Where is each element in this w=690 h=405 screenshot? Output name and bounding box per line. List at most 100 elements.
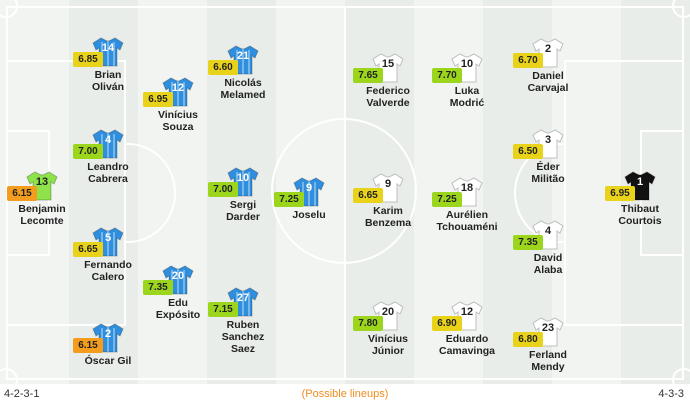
player-name: Karim Benzema <box>364 205 412 229</box>
player-rating-badge: 7.65 <box>353 68 383 83</box>
shirt-number: 10 <box>236 172 250 184</box>
player-name: Daniel Carvajal <box>527 70 569 94</box>
player-name: Vinícius Souza <box>157 109 199 133</box>
shirt-number: 2 <box>104 328 112 340</box>
player-rating-badge: 7.15 <box>208 302 238 317</box>
shirt-number: 12 <box>171 82 185 94</box>
shirt-number: 9 <box>384 178 392 190</box>
player-rating-badge: 6.80 <box>513 332 543 347</box>
player-rating-badge: 6.95 <box>605 186 635 201</box>
shirt-number: 12 <box>460 306 474 318</box>
possible-lineups-link[interactable]: (Possible lineups) <box>301 388 389 400</box>
player-name: Fernando Calero <box>84 259 132 283</box>
player-name: Ruben Sanchez Saez <box>221 319 265 355</box>
player-rating-badge: 6.70 <box>513 53 543 68</box>
player-name: Ferland Mendy <box>529 349 567 373</box>
player-name: Edu Expósito <box>155 297 201 321</box>
shirt-number: 20 <box>171 270 185 282</box>
player-rating-badge: 6.90 <box>432 316 462 331</box>
player-rating-badge: 7.25 <box>274 192 304 207</box>
player-rating-badge: 7.35 <box>143 280 173 295</box>
shirt-number: 4 <box>544 225 552 237</box>
shirt-number: 23 <box>541 322 555 334</box>
player-rating-badge: 6.50 <box>513 144 543 159</box>
player-name: Sergi Darder <box>226 199 260 223</box>
corner-arc-bottom-left <box>0 368 18 384</box>
player-name: David Alaba <box>533 252 563 276</box>
player-name: Éder Militão <box>531 161 565 185</box>
player-name: Joselu <box>292 209 326 221</box>
player-rating-badge: 7.25 <box>432 192 462 207</box>
shirt-number: 14 <box>101 42 115 54</box>
player-name: Benjamin Lecomte <box>18 203 66 227</box>
player-name: Aurélien Tchouaméni <box>436 209 498 233</box>
formation-away: 4-3-3 <box>658 388 684 400</box>
player-name: Vinícius Júnior <box>367 333 409 357</box>
player-name: Brian Oliván <box>91 69 125 93</box>
player-rating-badge: 7.35 <box>513 235 543 250</box>
player-name: Thibaut Courtois <box>618 203 662 227</box>
corner-arc-bottom-right <box>672 368 690 384</box>
formation-home: 4-2-3-1 <box>4 388 40 400</box>
player-rating-badge: 6.95 <box>143 92 173 107</box>
shirt-number: 21 <box>236 50 250 62</box>
player-rating-badge: 6.65 <box>353 188 383 203</box>
shirt-number: 1 <box>636 176 644 188</box>
player-name: Óscar Gil <box>84 355 132 367</box>
shirt-number: 15 <box>381 58 395 70</box>
player-name: Luka Modrić <box>449 85 485 109</box>
center-circle <box>271 118 417 264</box>
player-rating-badge: 7.70 <box>432 68 462 83</box>
player-rating-badge: 6.85 <box>73 52 103 67</box>
shirt-number: 9 <box>305 182 313 194</box>
player-rating-badge: 7.00 <box>208 182 238 197</box>
player-name: Nicolás Melamed <box>220 77 266 101</box>
player-rating-badge: 6.60 <box>208 60 238 75</box>
player-name: Federico Valverde <box>366 85 410 109</box>
player-rating-badge: 6.15 <box>7 186 37 201</box>
shirt-number: 13 <box>35 176 49 188</box>
